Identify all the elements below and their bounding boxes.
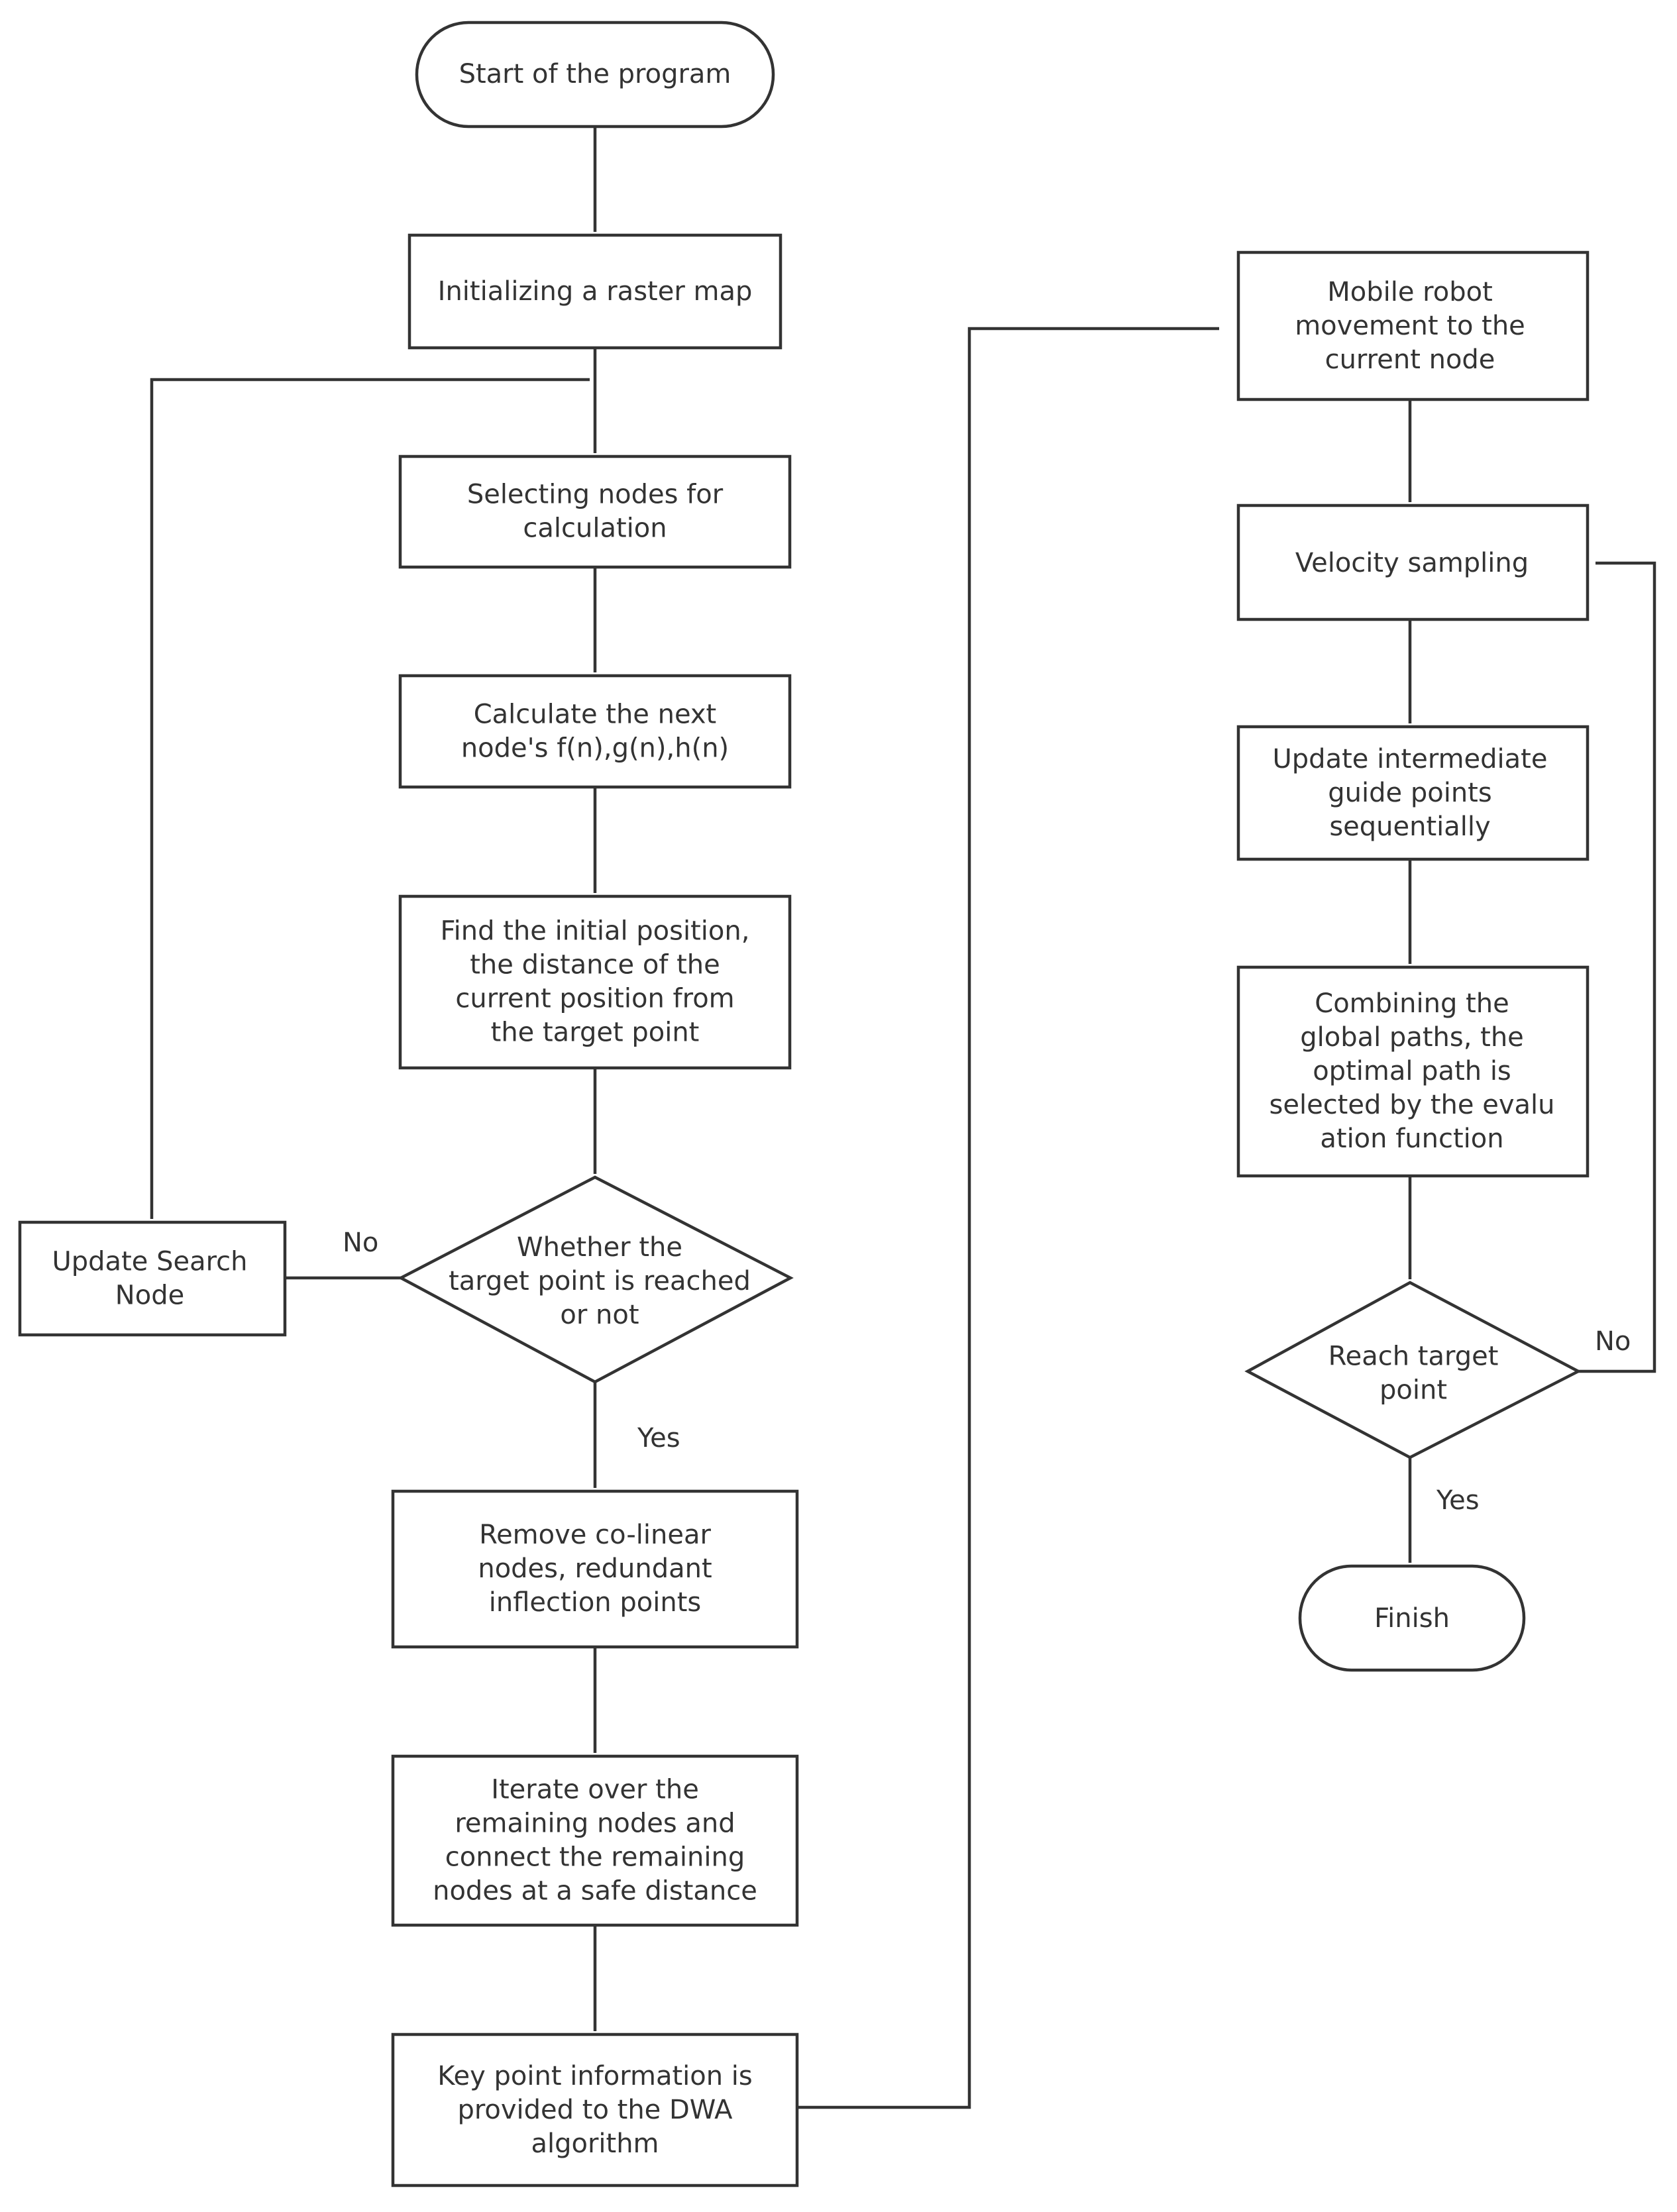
label-line: optimal path is: [1313, 1056, 1511, 1086]
edge-reach-no-loop-back: [1578, 561, 1656, 1373]
label-line: point: [1379, 1375, 1447, 1406]
edges: [150, 126, 1656, 2109]
label-line: Update Search: [52, 1247, 248, 1277]
label-line: global paths, the: [1300, 1022, 1524, 1053]
label-line: Remove co-linear: [479, 1520, 711, 1550]
label-line: Update intermediate: [1273, 744, 1548, 774]
label-line: guide points: [1328, 778, 1491, 808]
label-line: or not: [560, 1300, 639, 1330]
label-line: current position from: [455, 984, 734, 1014]
find-initial-text: Find the initial position,the distance o…: [441, 916, 750, 1048]
left-no-label: No: [343, 1228, 378, 1258]
label-line: selected by the evalu: [1270, 1090, 1555, 1120]
edge-key-to-mobile: [797, 327, 1219, 2109]
init-map-box: Initializing a raster map: [407, 233, 783, 350]
label-line: Find the initial position,: [441, 916, 750, 947]
label-line: Reach target: [1328, 1342, 1499, 1372]
edge-update-loop-back: [150, 378, 590, 1219]
label-line: algorithm: [531, 2129, 659, 2159]
label-line: remaining nodes and: [455, 1809, 735, 1839]
label-line: Key point information is: [437, 2061, 753, 2091]
label-line: Calculate the next: [474, 700, 717, 730]
label-line: Selecting nodes for: [467, 480, 724, 510]
label-line: Mobile robot: [1327, 277, 1493, 307]
key-point-text: Key point information is provided to the …: [437, 2061, 753, 2159]
label-line: ation function: [1320, 1124, 1503, 1154]
label-line: movement to the: [1295, 311, 1525, 341]
label-line: node's f(n),g(n),h(n): [461, 733, 729, 764]
label-line: Node: [115, 1281, 184, 1311]
finish-text: Finish: [1374, 1603, 1450, 1634]
label-line: nodes at a safe distance: [433, 1876, 757, 1907]
start-node-text: Start of the program: [459, 59, 731, 89]
label-line: Initializing a raster map: [438, 276, 753, 307]
velocity-sampling-box: Velocity sampling: [1236, 503, 1590, 621]
label-line: Combining the: [1315, 988, 1509, 1019]
label-line: sequentially: [1329, 812, 1490, 842]
label-line: Finish: [1374, 1603, 1450, 1634]
label-line: the distance of the: [470, 950, 720, 980]
label-line: Iterate over the: [491, 1775, 699, 1805]
label-line: target point is reached: [449, 1266, 751, 1296]
update-guide-box: Update intermediate guide points sequentia…: [1236, 725, 1590, 861]
label-line: calculation: [523, 513, 667, 544]
label-line: current node: [1325, 344, 1495, 375]
finish-node: Finish: [1298, 1564, 1526, 1672]
label-line: the target point: [491, 1018, 700, 1048]
label-line: connect the remaining: [445, 1842, 745, 1873]
init-map-text: Initializing a raster map: [438, 276, 753, 307]
label-line: inflection points: [489, 1587, 701, 1618]
velocity-sampling-text: Velocity sampling: [1295, 548, 1529, 578]
right-no-label: No: [1595, 1326, 1631, 1357]
label-line: provided to the DWA: [457, 2095, 733, 2125]
label-line: Start of the program: [459, 59, 731, 89]
find-initial-box: Find the initial position,the distance o…: [398, 894, 792, 1070]
start-node: Start of the program: [415, 21, 775, 129]
left-yes-label: Yes: [637, 1423, 680, 1453]
label-line: Velocity sampling: [1295, 548, 1529, 578]
label-line: Whether the: [517, 1232, 682, 1263]
update-guide-text: Update intermediate guide points sequentia…: [1273, 744, 1548, 842]
right-yes-label: Yes: [1436, 1485, 1480, 1516]
label-line: nodes, redundant: [478, 1554, 712, 1584]
key-point-box: Key point information is provided to the …: [391, 2032, 799, 2187]
